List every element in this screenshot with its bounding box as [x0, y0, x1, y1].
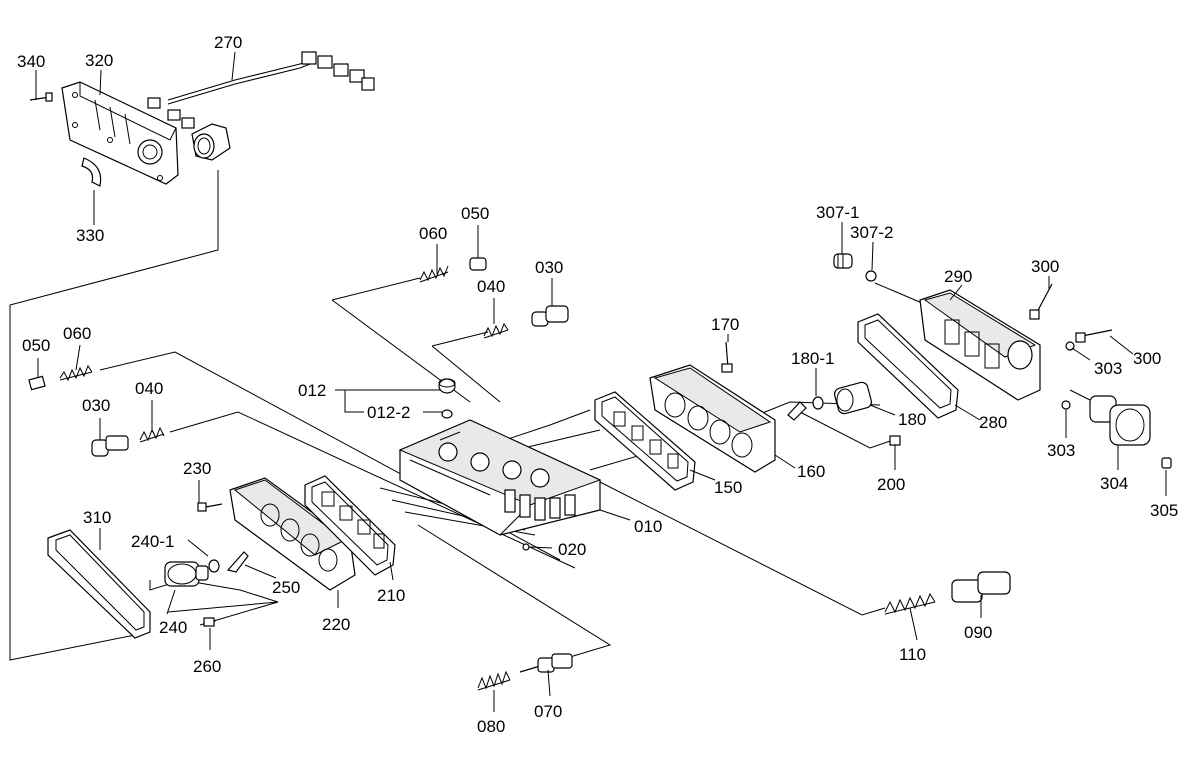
label-080: 080	[477, 717, 505, 736]
part-040-spring-center	[483, 322, 509, 339]
part-labels: 340 320 270 330 050 060 030 040 060 050 …	[17, 33, 1178, 736]
part-080-spring	[477, 670, 511, 691]
label-270: 270	[214, 33, 242, 52]
part-340-bolt	[29, 92, 53, 102]
part-260-bolt	[203, 617, 217, 627]
label-180: 180	[898, 410, 926, 429]
part-060-spring-left	[59, 364, 93, 382]
part-170-bolt	[721, 341, 733, 373]
part-012-plug	[438, 378, 456, 394]
label-110: 110	[899, 645, 926, 664]
label-307-2: 307-2	[850, 223, 893, 242]
label-330: 330	[76, 226, 104, 245]
part-090-piston	[951, 571, 1011, 603]
label-180-1: 180-1	[791, 349, 834, 368]
label-303-lower: 303	[1047, 441, 1075, 460]
label-090: 090	[964, 623, 992, 642]
label-160: 160	[797, 462, 825, 481]
label-070: 070	[534, 702, 562, 721]
part-clamp-180	[787, 401, 807, 421]
part-012-2-oring	[441, 409, 453, 419]
part-305-screw	[1161, 457, 1172, 469]
label-307-1: 307-1	[816, 203, 859, 222]
part-160-plate	[649, 364, 776, 473]
label-305: 305	[1150, 501, 1178, 520]
part-304-valve	[1089, 395, 1151, 446]
part-290-housing	[919, 289, 1041, 401]
part-210-gasket	[304, 475, 396, 576]
part-020-ball	[522, 543, 553, 551]
label-012: 012	[298, 381, 326, 400]
part-240-solenoid	[164, 561, 209, 587]
label-240: 240	[159, 618, 187, 637]
part-240-1-oring	[208, 559, 220, 573]
label-210: 210	[377, 586, 405, 605]
part-200-bolt	[889, 435, 901, 446]
part-050-sleeve-center	[469, 257, 487, 271]
label-040-center: 040	[477, 277, 505, 296]
label-280: 280	[979, 413, 1007, 432]
label-010: 010	[634, 517, 662, 536]
part-180-solenoid	[833, 381, 873, 415]
label-300-upper: 300	[1031, 257, 1059, 276]
part-070-piston	[519, 653, 573, 673]
label-304: 304	[1100, 474, 1128, 493]
label-040-left: 040	[135, 379, 163, 398]
label-060-center: 060	[419, 224, 447, 243]
label-320: 320	[85, 51, 113, 70]
part-060-spring-center	[419, 265, 449, 283]
part-110-spring	[884, 592, 936, 615]
part-300-bolt-right	[1075, 329, 1113, 343]
part-180-1-oring	[812, 396, 824, 410]
label-250: 250	[272, 578, 300, 597]
label-060-left: 060	[63, 324, 91, 343]
part-230-bolt	[197, 502, 223, 512]
part-030-plug-left	[91, 435, 129, 457]
part-010-valve-body	[398, 419, 602, 536]
label-230: 230	[183, 459, 211, 478]
part-280-gasket	[857, 313, 959, 419]
label-050-center: 050	[461, 204, 489, 223]
label-012-2: 012-2	[367, 403, 410, 422]
label-340: 340	[17, 52, 45, 71]
label-303-upper: 303	[1094, 359, 1122, 378]
part-050-sleeve-left	[28, 375, 46, 391]
label-020: 020	[558, 540, 586, 559]
label-200: 200	[877, 475, 905, 494]
label-170: 170	[711, 315, 739, 334]
part-310-gasket	[47, 529, 151, 639]
part-270-harness	[147, 51, 375, 161]
part-330-clip	[81, 157, 102, 187]
label-310: 310	[83, 508, 111, 527]
part-307-2-oring	[865, 270, 877, 282]
label-290: 290	[944, 267, 972, 286]
label-030-center: 030	[535, 258, 563, 277]
label-150: 150	[714, 478, 742, 497]
part-030-plug-center	[531, 305, 569, 327]
label-300-right: 300	[1133, 349, 1161, 368]
label-220: 220	[322, 615, 350, 634]
label-260: 260	[193, 657, 221, 676]
part-307-1-plug	[833, 253, 853, 269]
label-240-1: 240-1	[131, 532, 174, 551]
part-320-cover	[61, 81, 179, 185]
part-303-oring-lower	[1061, 400, 1071, 410]
label-050-left: 050	[22, 336, 50, 355]
leader-lines	[35, 51, 1167, 712]
part-250-clamp	[226, 551, 249, 573]
part-150-gasket	[594, 391, 696, 491]
label-030-left: 030	[82, 396, 110, 415]
